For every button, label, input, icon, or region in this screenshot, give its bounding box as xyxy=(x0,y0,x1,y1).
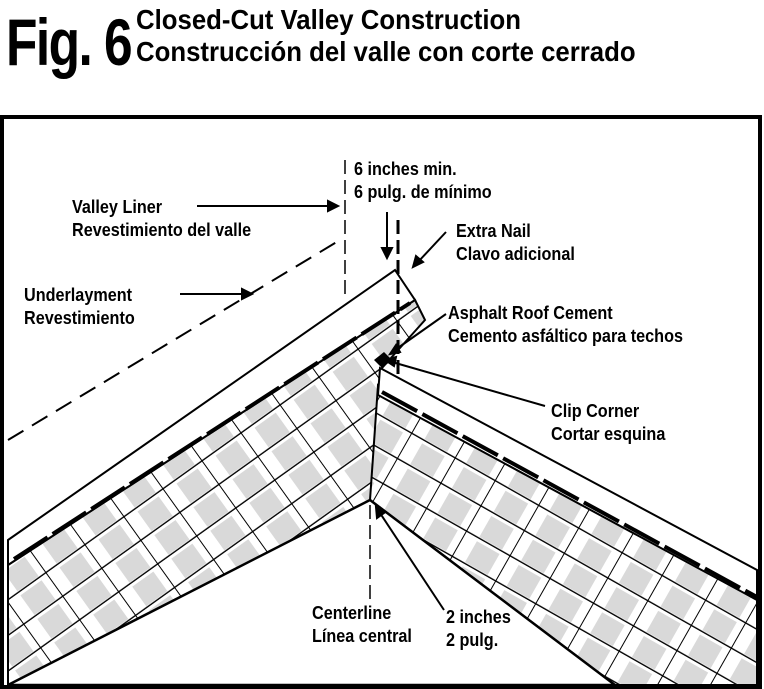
right-top-strip xyxy=(376,366,758,602)
title-english: Closed-Cut Valley Construction xyxy=(136,4,522,35)
clip-corner xyxy=(374,352,392,368)
title-spanish: Construcción del valle con corte cerrado xyxy=(136,36,636,67)
label-six-inches: 6 inches min.6 pulg. de mínimo xyxy=(354,159,492,202)
figure-number: Fig. 6 xyxy=(6,5,133,79)
frame-border xyxy=(0,115,762,689)
figure-title: Closed-Cut Valley Construction Construcc… xyxy=(136,4,636,68)
underlayment-line xyxy=(7,239,341,441)
valley-liner-strip xyxy=(7,268,417,567)
leader-arrows xyxy=(180,199,546,611)
